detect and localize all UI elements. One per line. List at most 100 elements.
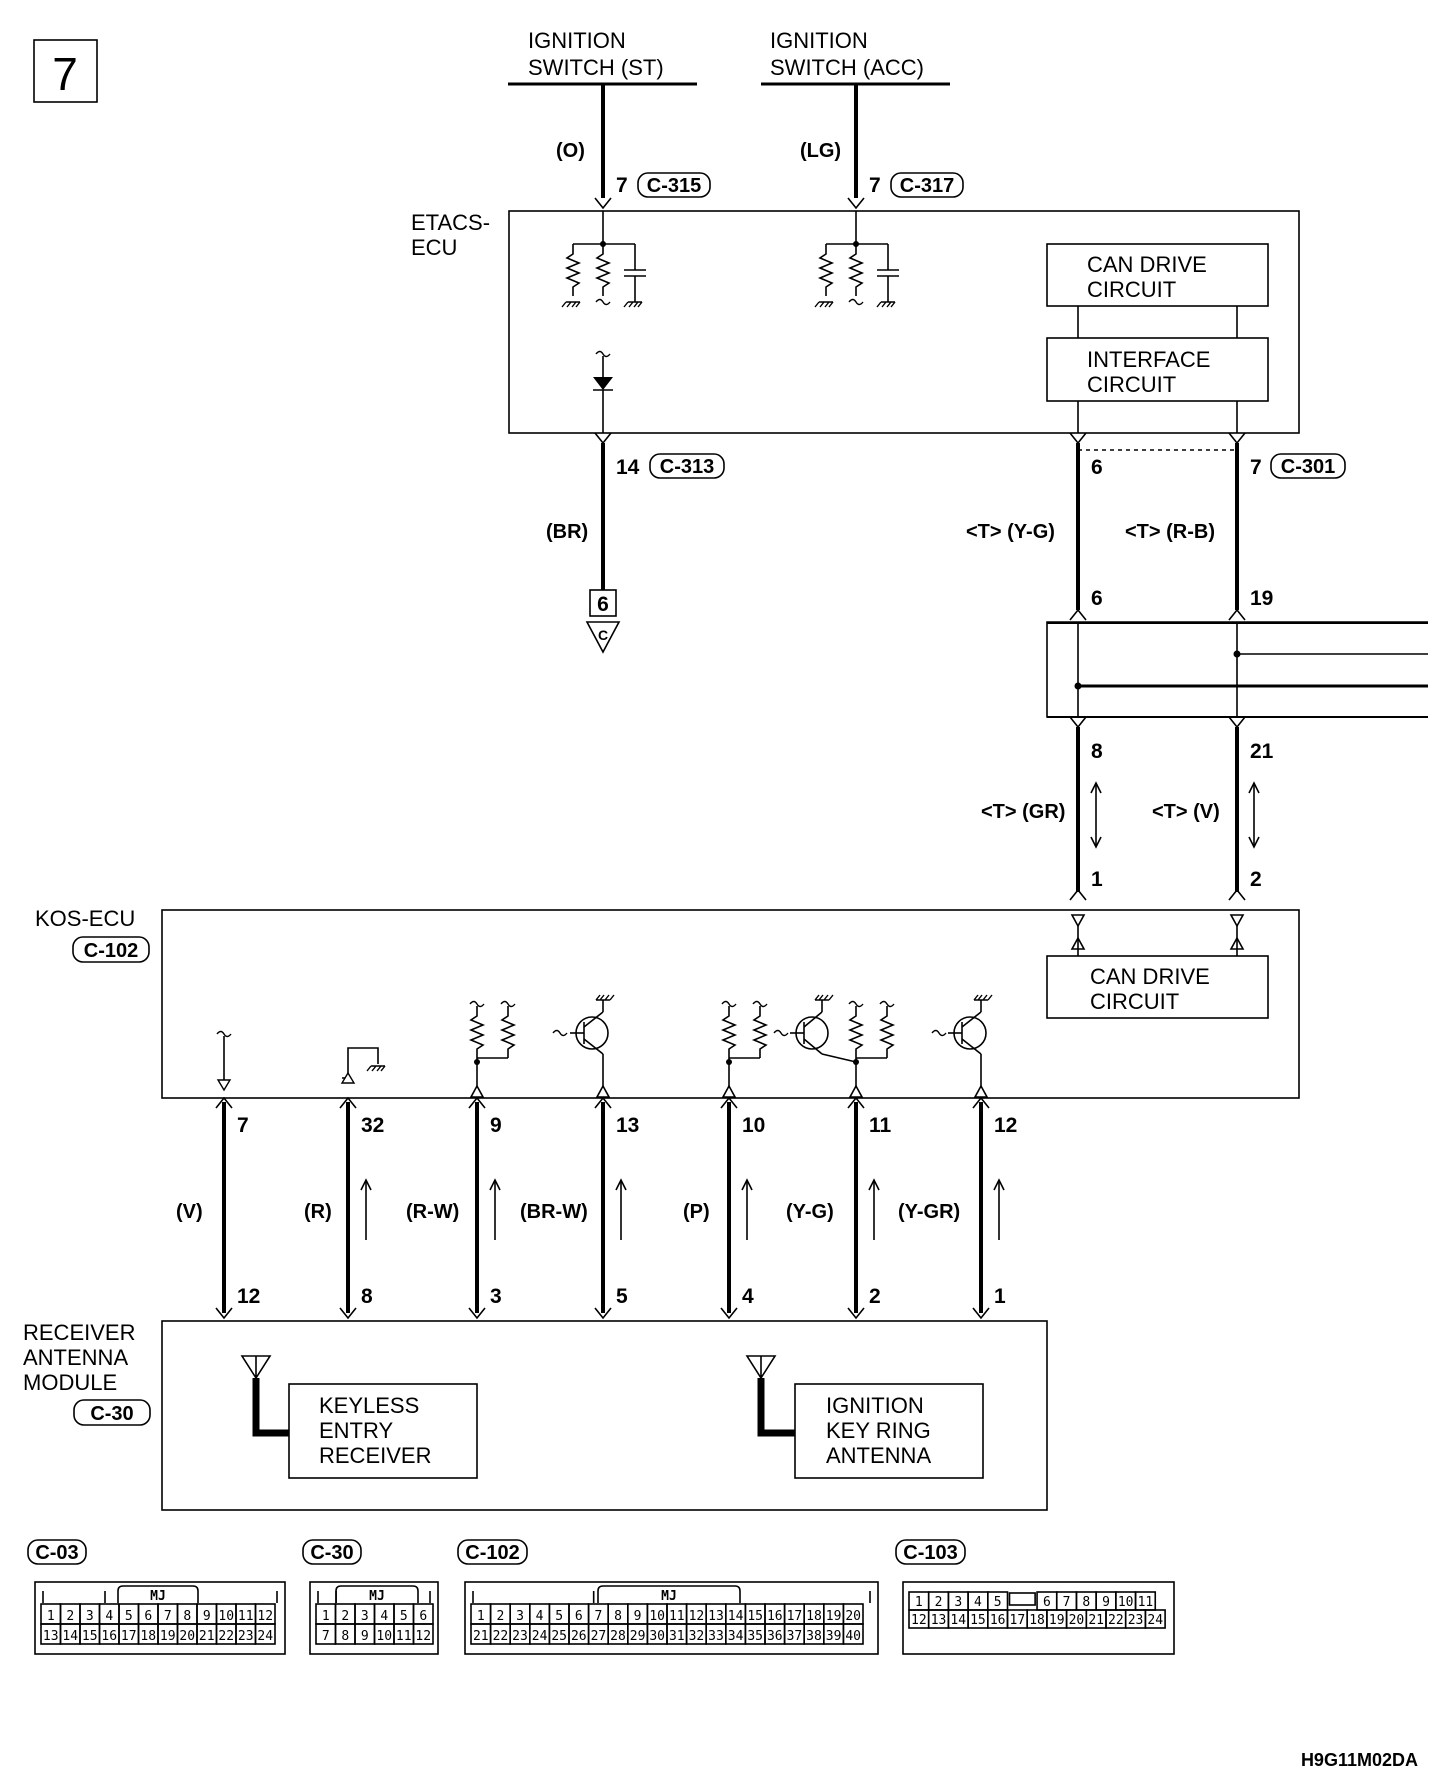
svg-text:MJ: MJ bbox=[150, 1589, 166, 1604]
svg-text:SWITCH (ST): SWITCH (ST) bbox=[528, 55, 664, 80]
kos-transistor-13 bbox=[552, 994, 615, 1098]
svg-text:KOS-ECU: KOS-ECU bbox=[35, 906, 135, 931]
connector-pin-number: 12 bbox=[257, 1609, 273, 1624]
connector-pin-number: 6 bbox=[144, 1609, 152, 1624]
keyless-antenna-icon bbox=[240, 1355, 289, 1437]
kos-ground-32 bbox=[341, 1047, 386, 1084]
connector-pin-number: 7 bbox=[594, 1609, 602, 1624]
connector-pin-number: 16 bbox=[990, 1613, 1006, 1628]
etacs-diode bbox=[593, 350, 613, 433]
connector-pin-number: 3 bbox=[516, 1609, 524, 1624]
kos-wire: 11(Y-G)2 bbox=[786, 1096, 892, 1320]
ground-ref-number: 6 bbox=[597, 593, 609, 616]
connector-pin-number: 35 bbox=[747, 1629, 763, 1644]
connector-pin-number: 39 bbox=[826, 1629, 842, 1644]
connector-pin-number: 15 bbox=[82, 1629, 98, 1644]
connector-pin-number: 23 bbox=[512, 1629, 528, 1644]
connector-pin-number: 5 bbox=[994, 1595, 1002, 1610]
svg-text:RECEIVER: RECEIVER bbox=[23, 1320, 135, 1345]
connector-view-name: C-30 bbox=[310, 1542, 353, 1564]
ignition-switch-st: IGNITION SWITCH (ST) bbox=[508, 28, 697, 86]
wire-color-can-h-bottom: <T> (V) bbox=[1152, 801, 1220, 823]
conn-c313: C-313 bbox=[660, 456, 714, 478]
connector-pin-number: 22 bbox=[218, 1629, 234, 1644]
connector-pin-number: 5 bbox=[125, 1609, 133, 1624]
connector-pin-number: 6 bbox=[575, 1609, 583, 1624]
connector-pin-number: 22 bbox=[493, 1629, 509, 1644]
kos-wire-color: (P) bbox=[683, 1201, 710, 1223]
pin-can-l-etacs: 6 bbox=[1091, 456, 1103, 479]
connector-pin-number: 16 bbox=[101, 1629, 117, 1644]
connector-view-name: C-103 bbox=[903, 1542, 957, 1564]
connector-pin-number: 1 bbox=[322, 1609, 330, 1624]
connector-pin-number: 5 bbox=[555, 1609, 563, 1624]
kos-wire-pin: 9 bbox=[490, 1114, 502, 1137]
connector-pin-number: 18 bbox=[1029, 1613, 1045, 1628]
kos-can-drive-circuit bbox=[1046, 955, 1269, 1019]
connector-pin-number: 12 bbox=[689, 1609, 705, 1624]
joint-pin-left-out: 8 bbox=[1091, 740, 1103, 763]
ram-wire-pin: 5 bbox=[616, 1285, 628, 1308]
connector-pin-number: 4 bbox=[974, 1595, 982, 1610]
connector-pin-number: 4 bbox=[536, 1609, 544, 1624]
pin-ground: 14 bbox=[616, 456, 640, 479]
connector-view-name: C-03 bbox=[35, 1542, 78, 1564]
svg-text:C: C bbox=[598, 627, 608, 643]
kos-input-10 bbox=[721, 1000, 768, 1098]
kos-can-pin-left: 1 bbox=[1091, 868, 1103, 891]
connector-pin-number: 6 bbox=[1043, 1595, 1051, 1610]
kos-can-pin-right: 2 bbox=[1250, 868, 1262, 891]
connector-pin-number: 7 bbox=[164, 1609, 172, 1624]
connector-pin-number: 1 bbox=[915, 1595, 923, 1610]
bidirectional-arrow-left bbox=[1090, 781, 1102, 849]
connector-pin-number: 2 bbox=[66, 1609, 74, 1624]
kos-wire-pin: 11 bbox=[869, 1114, 892, 1137]
svg-text:CAN DRIVE: CAN DRIVE bbox=[1087, 252, 1207, 277]
connector-pin-number: 10 bbox=[649, 1609, 665, 1624]
svg-text:CIRCUIT: CIRCUIT bbox=[1087, 277, 1176, 302]
svg-text:INTERFACE: INTERFACE bbox=[1087, 347, 1210, 372]
etacs-can-drive-circuit bbox=[1046, 243, 1269, 307]
connector-pin-number: 32 bbox=[689, 1629, 705, 1644]
connector-pin-number: 13 bbox=[708, 1609, 724, 1624]
connector-pin-number: 20 bbox=[179, 1629, 195, 1644]
kos-wire: 32(R)8 bbox=[304, 1096, 384, 1320]
connector-pin-number: 24 bbox=[532, 1629, 548, 1644]
kos-wire: 12(Y-GR)1 bbox=[898, 1096, 1017, 1320]
connector-pin-number: 19 bbox=[826, 1609, 842, 1624]
kos-wire: 10(P)4 bbox=[683, 1096, 765, 1320]
connector-pin-number: 3 bbox=[86, 1609, 94, 1624]
kos-wire-color: (R-W) bbox=[406, 1201, 459, 1223]
kos-can-connection bbox=[1070, 914, 1245, 956]
conn-c301: C-301 bbox=[1281, 456, 1335, 478]
joint-connector bbox=[1046, 621, 1428, 718]
ground-ref-triangle bbox=[585, 621, 621, 654]
kos-input-9 bbox=[469, 1000, 516, 1098]
kos-wire-pin: 10 bbox=[742, 1114, 765, 1137]
ram-wire-pin: 3 bbox=[490, 1285, 502, 1308]
connector-pin-number: 14 bbox=[950, 1613, 966, 1628]
figure-code: H9G11M02DA bbox=[1301, 1750, 1418, 1770]
connector-pin-number: 4 bbox=[380, 1609, 388, 1624]
connector-pin-number: 38 bbox=[806, 1629, 822, 1644]
connector-pin-number: 1 bbox=[477, 1609, 485, 1624]
svg-text:ANTENNA: ANTENNA bbox=[23, 1345, 128, 1370]
wire-color-acc: (LG) bbox=[800, 140, 841, 162]
connector-pin-number: 10 bbox=[218, 1609, 234, 1624]
connector-pin-number: 37 bbox=[787, 1629, 803, 1644]
svg-text:KEYLESS: KEYLESS bbox=[319, 1393, 419, 1418]
connector-pin-number: 6 bbox=[419, 1609, 427, 1624]
ignition-switch-acc: IGNITION SWITCH (ACC) bbox=[761, 28, 950, 86]
page-number-box bbox=[33, 39, 98, 103]
conn-c315: C-315 bbox=[647, 175, 701, 197]
connector-pin-number: 12 bbox=[415, 1629, 431, 1644]
connector-pin-number: 24 bbox=[257, 1629, 273, 1644]
connector-pin-number: 22 bbox=[1108, 1613, 1124, 1628]
svg-text:RECEIVER: RECEIVER bbox=[319, 1443, 431, 1468]
kos-wire-color: (V) bbox=[176, 1201, 203, 1223]
wire-color-can-l-bottom: <T> (GR) bbox=[981, 801, 1065, 823]
connector-pin-number: 24 bbox=[1147, 1613, 1163, 1628]
connector-pin-number: 19 bbox=[160, 1629, 176, 1644]
connector-pin-number: 11 bbox=[238, 1609, 254, 1624]
